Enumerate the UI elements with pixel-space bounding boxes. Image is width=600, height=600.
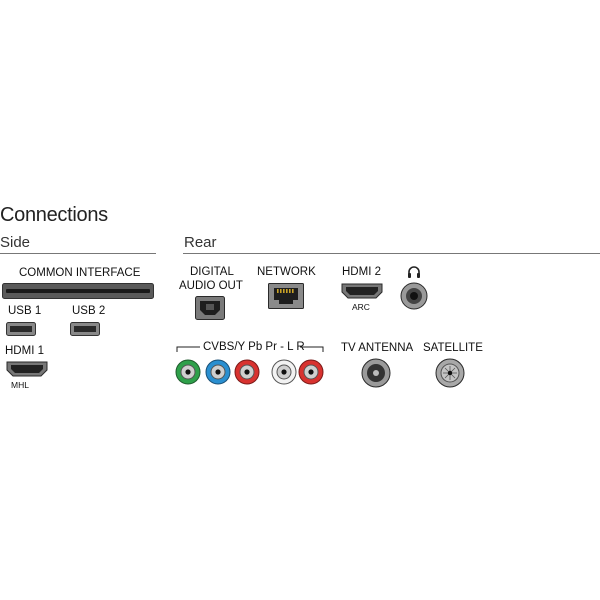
network-label: NETWORK bbox=[257, 266, 316, 278]
component-bracket bbox=[176, 342, 324, 354]
digital-audio-label-line2: AUDIO OUT bbox=[179, 280, 243, 292]
rca-white-audio-jack-icon bbox=[271, 359, 297, 385]
side-heading: Side bbox=[0, 234, 31, 251]
common-interface-label: COMMON INTERFACE bbox=[19, 267, 141, 279]
hdmi2-label: HDMI 2 bbox=[342, 266, 381, 278]
tv-antenna-port-icon bbox=[361, 358, 391, 388]
ethernet-port-icon bbox=[268, 283, 304, 309]
digital-audio-label-line1: DIGITAL bbox=[190, 266, 234, 278]
tv-antenna-label: TV ANTENNA bbox=[341, 342, 414, 354]
component-label: CVBS/Y Pb Pr - L R bbox=[203, 341, 305, 353]
rear-divider bbox=[183, 253, 600, 254]
rca-blue-jack-icon bbox=[205, 359, 231, 385]
optical-audio-port-icon bbox=[195, 296, 225, 320]
common-interface-slot-icon bbox=[2, 283, 154, 299]
hdmi1-port-icon bbox=[6, 361, 48, 377]
headphone-jack-icon bbox=[400, 282, 428, 310]
rear-heading: Rear bbox=[184, 234, 217, 251]
rca-red-jack-icon bbox=[234, 359, 260, 385]
usb2-label: USB 2 bbox=[72, 305, 106, 317]
headphone-icon bbox=[407, 265, 421, 278]
hdmi2-port-icon bbox=[341, 283, 383, 299]
side-divider bbox=[0, 253, 156, 254]
hdmi1-label: HDMI 1 bbox=[5, 345, 44, 357]
usb1-port-icon bbox=[6, 322, 36, 336]
page-title: Connections bbox=[0, 204, 108, 226]
satellite-label: SATELLITE bbox=[423, 342, 483, 354]
arc-label: ARC bbox=[352, 302, 370, 312]
rca-red-audio-jack-icon bbox=[298, 359, 324, 385]
satellite-port-icon bbox=[435, 358, 465, 388]
usb1-label: USB 1 bbox=[8, 305, 42, 317]
usb2-port-icon bbox=[70, 322, 100, 336]
mhl-label: MHL bbox=[11, 380, 29, 390]
rca-green-jack-icon bbox=[175, 359, 201, 385]
